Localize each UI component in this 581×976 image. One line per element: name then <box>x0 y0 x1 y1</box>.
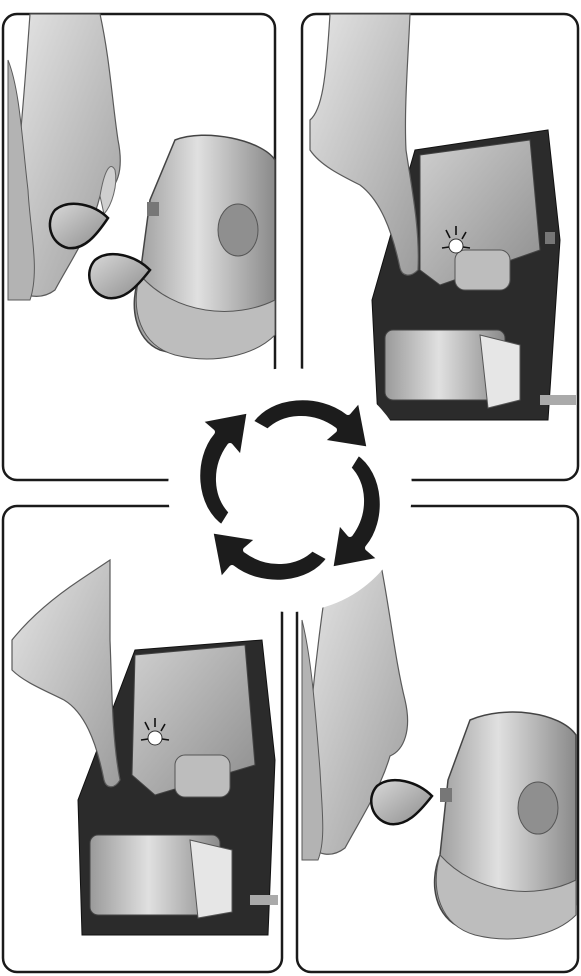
circular-arrows-icon <box>168 368 412 612</box>
